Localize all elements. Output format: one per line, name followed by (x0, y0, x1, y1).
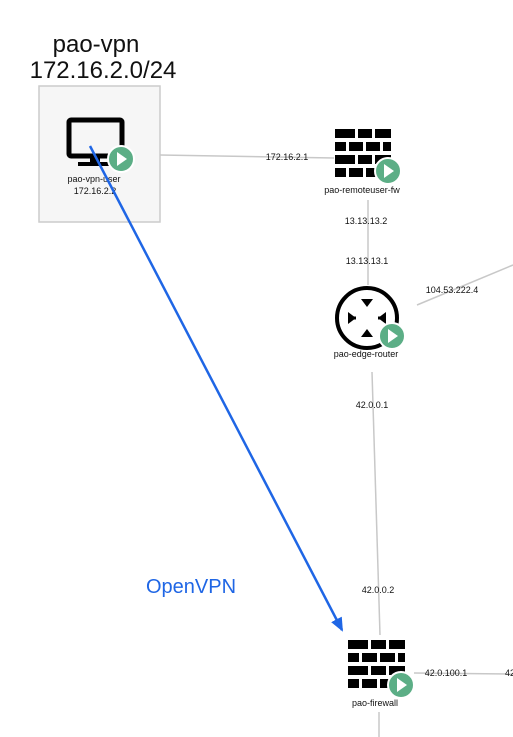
link-edgerouter-firewall[interactable] (371, 371, 381, 636)
play-button[interactable] (107, 145, 135, 173)
play-icon (117, 152, 127, 166)
node-label: pao-remoteuser-fw (324, 185, 400, 195)
ip-label: 13.13.13.1 (346, 256, 389, 266)
subnet-cidr: 172.16.2.0/24 (30, 57, 177, 84)
play-icon (388, 329, 398, 343)
play-button[interactable] (374, 157, 402, 185)
subnet-name: pao-vpn (53, 31, 140, 58)
play-icon (397, 678, 407, 692)
ip-label: 172.16.2.1 (266, 152, 309, 162)
node-label: pao-firewall (352, 698, 398, 708)
ip-label: 13.13.13.2 (345, 216, 388, 226)
node-pao-firewall[interactable]: pao-firewall (348, 640, 405, 708)
play-icon (384, 164, 394, 178)
ip-label: 42.0.100.1 (425, 668, 468, 678)
ip-label-cut: 42 (505, 668, 513, 678)
play-button[interactable] (378, 322, 406, 350)
link-firewall-external[interactable] (413, 672, 513, 675)
ip-label: 42.0.0.1 (356, 400, 389, 410)
node-ip-label: 172.16.2.2 (74, 186, 117, 196)
node-label: pao-edge-router (334, 349, 399, 359)
node-label: pao-vpn-user (67, 174, 120, 184)
link-edgerouter-external[interactable] (416, 264, 513, 306)
ip-label: 42.0.0.2 (362, 585, 395, 595)
ip-label: 104.53.222.4 (426, 285, 479, 295)
link-vpnuser-remotefw[interactable] (159, 154, 335, 159)
flow-label: OpenVPN (146, 576, 236, 598)
play-button[interactable] (387, 671, 415, 699)
openvpn-flow-arrow[interactable] (88, 145, 344, 632)
